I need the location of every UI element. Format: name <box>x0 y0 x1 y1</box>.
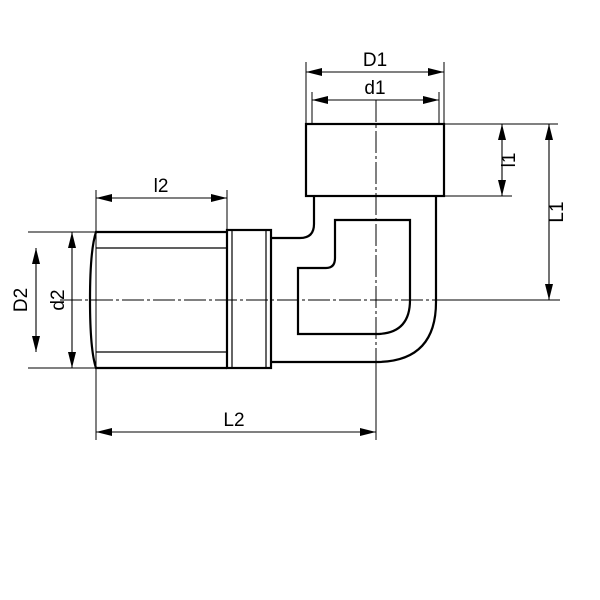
left-pipe <box>88 230 227 370</box>
top-socket <box>304 122 446 198</box>
dim-L2: L2 <box>96 410 376 436</box>
collar <box>225 228 273 370</box>
dim-D1: D1 <box>306 50 444 76</box>
body-outer <box>271 196 438 364</box>
label-l1: l1 <box>499 153 520 168</box>
label-d2: d2 <box>48 289 69 310</box>
dim-l1: l1 <box>498 124 520 196</box>
label-L1: L1 <box>547 201 568 222</box>
dim-D2: D2 <box>11 248 40 352</box>
dim-d2: d2 <box>48 232 76 368</box>
extension-lines <box>28 62 558 440</box>
inner-passage <box>296 218 412 336</box>
dim-d1: d1 <box>312 78 439 104</box>
label-d1: d1 <box>364 78 385 99</box>
label-D2: D2 <box>11 288 32 312</box>
dim-l2: l2 <box>96 176 227 202</box>
elbow-body <box>88 122 446 370</box>
label-l2: l2 <box>154 176 169 197</box>
dim-L1: L1 <box>545 124 568 300</box>
label-L2: L2 <box>223 410 244 431</box>
label-D1: D1 <box>363 50 387 71</box>
